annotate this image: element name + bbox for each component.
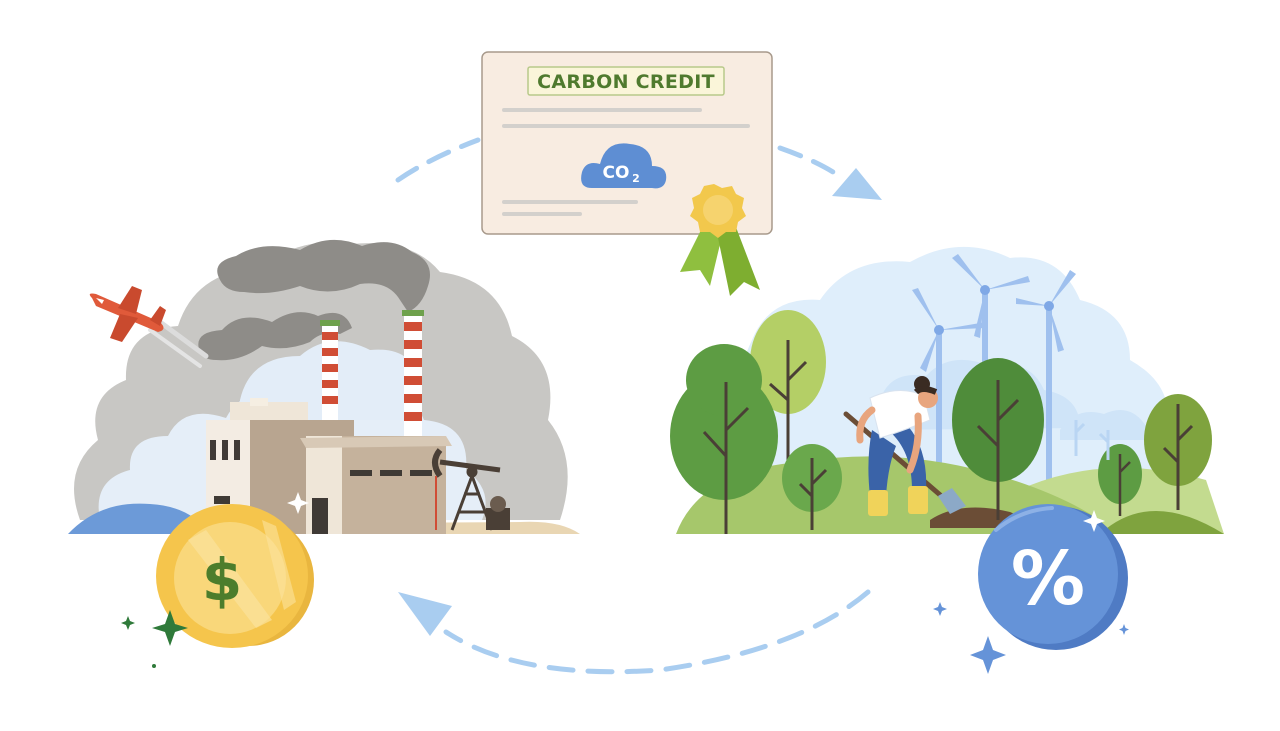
oil-pump-icon bbox=[432, 448, 510, 531]
sparkle-icon bbox=[970, 636, 1006, 674]
chimney-right bbox=[402, 310, 424, 440]
certificate-title: CARBON CREDIT bbox=[537, 71, 715, 93]
cycle-arrows bbox=[395, 137, 882, 675]
sparkle-icon bbox=[121, 616, 135, 630]
percent-badge: % bbox=[978, 504, 1128, 650]
arrow-top-left-dashes bbox=[395, 137, 481, 183]
arrow-bottom-dashes bbox=[443, 589, 871, 675]
sparkle-icon bbox=[1119, 624, 1129, 635]
arrow-top-right-dashes bbox=[777, 145, 845, 181]
gold-coin: $ bbox=[156, 504, 314, 648]
airplane-icon bbox=[89, 286, 209, 368]
pollution-scene bbox=[68, 239, 580, 534]
tree-icon bbox=[670, 344, 778, 534]
factory-icon bbox=[206, 398, 452, 534]
wind-turbine-icon bbox=[1016, 270, 1076, 496]
sparkle-icon bbox=[287, 492, 309, 514]
tree-icon bbox=[1144, 394, 1212, 510]
arrow-bottom-head-icon bbox=[398, 592, 452, 636]
co2-subscript: 2 bbox=[632, 172, 640, 185]
soil-mound bbox=[930, 507, 1024, 528]
co2-label: CO bbox=[603, 163, 630, 183]
co2-cloud-icon bbox=[581, 143, 667, 189]
smoke-plume-lower bbox=[198, 312, 352, 361]
sparkle-icon bbox=[1083, 510, 1105, 532]
sparkle-icon bbox=[933, 602, 947, 616]
tree-icon bbox=[1074, 420, 1110, 460]
grass-hill-front-right bbox=[1100, 511, 1224, 534]
sparkle-dot bbox=[152, 664, 156, 668]
person-planting-icon bbox=[843, 376, 966, 516]
factory-roof-boxes bbox=[230, 402, 308, 422]
arrow-top-right-head-icon bbox=[832, 168, 882, 200]
tree-icon bbox=[750, 310, 826, 470]
wind-turbine-icon bbox=[912, 288, 986, 510]
carbon-credit-certificate: CARBON CREDIT CO 2 bbox=[481, 51, 773, 296]
percent-symbol: % bbox=[1011, 536, 1085, 622]
green-scene bbox=[670, 246, 1224, 534]
tree-icon bbox=[782, 444, 842, 530]
certificate-title-frame bbox=[527, 66, 725, 96]
blue-hill-left bbox=[68, 503, 210, 534]
coin-dollar-symbol: $ bbox=[202, 546, 242, 614]
tree-icon bbox=[952, 358, 1044, 520]
smoke-plume-upper bbox=[217, 239, 430, 312]
chimney-left bbox=[320, 320, 340, 424]
award-ribbon-icon bbox=[680, 184, 760, 296]
sparkle-icon bbox=[152, 610, 188, 646]
